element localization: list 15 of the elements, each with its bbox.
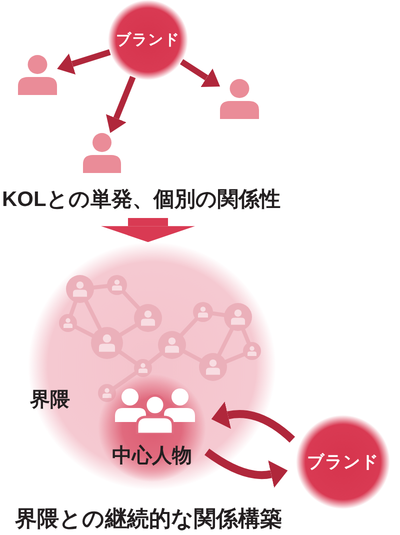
person-icon: [220, 79, 259, 119]
arrow: [180, 59, 220, 88]
area-label: 界隈: [30, 388, 70, 412]
caption-text: KOLとの単発、個別の関係性: [2, 186, 280, 214]
person-icon: [18, 55, 57, 95]
arrow: [106, 76, 136, 134]
person-icon: [83, 133, 121, 173]
node-label: 中心人物: [112, 444, 192, 468]
node-label: ブランド: [116, 30, 180, 50]
caption-text: 界隈との継続的な関係構築: [15, 505, 282, 533]
arrow: [101, 218, 195, 242]
node-label: ブランド: [307, 452, 379, 472]
arrow: [57, 49, 111, 74]
curved-arrow: [211, 402, 295, 443]
curved-arrow: [204, 448, 288, 488]
